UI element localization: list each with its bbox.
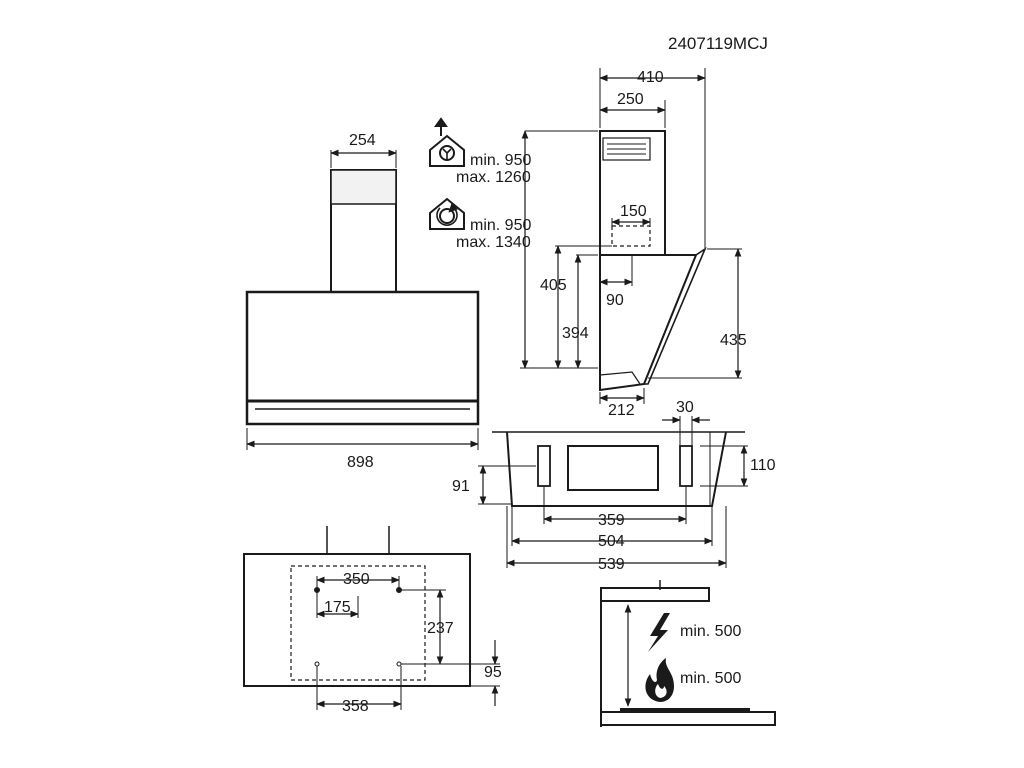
dim-358: 358 <box>342 698 369 715</box>
cooktop-surface <box>600 711 776 726</box>
hood-bottom-edge <box>600 587 710 602</box>
screw-hole-left <box>314 587 320 593</box>
top-left-slot <box>537 445 551 487</box>
top-right-slot <box>679 445 693 487</box>
dim-95: 95 <box>484 664 502 681</box>
top-hood-outline <box>506 431 727 507</box>
dim-outlet-width: 150 <box>620 203 647 220</box>
drawing-code: 2407119MCJ <box>668 34 768 53</box>
dim-chimney-width: 254 <box>349 132 376 149</box>
dim-chimney-depth: 250 <box>617 91 644 108</box>
dim-110: 110 <box>750 457 776 474</box>
side-outlet <box>611 225 651 247</box>
recirculation-min-height: min. 950 <box>470 217 531 234</box>
extraction-max-height: max. 1260 <box>456 169 531 186</box>
side-glass-panel <box>644 246 707 385</box>
electric-clearance: min. 500 <box>680 623 741 640</box>
dim-height-394: 394 <box>562 325 589 342</box>
dim-height-435: 435 <box>720 332 747 349</box>
extraction-min-height: min. 950 <box>470 152 531 169</box>
dim-total-depth: 410 <box>637 69 664 86</box>
chimney-upper-part <box>330 169 397 205</box>
dim-504: 504 <box>598 533 625 550</box>
flame-icon <box>645 658 674 702</box>
wall-mounting-panel <box>243 553 471 687</box>
lightning-icon <box>648 613 670 652</box>
dim-edge-30: 30 <box>676 399 694 416</box>
dim-359: 359 <box>598 512 625 529</box>
screw-hole-right <box>396 587 402 593</box>
top-view <box>478 416 748 568</box>
recirculation-max-height: max. 1340 <box>456 234 531 251</box>
mounting-view <box>243 526 500 710</box>
side-hood-body <box>599 254 698 392</box>
house-extraction-fan-icon <box>429 117 465 167</box>
hood-panel <box>245 290 480 426</box>
dim-bottom-depth: 212 <box>608 402 635 419</box>
gas-clearance: min. 500 <box>680 670 741 687</box>
top-filter-opening <box>567 445 659 491</box>
front-view <box>245 149 480 450</box>
side-chimney <box>599 130 666 256</box>
clearance-view <box>600 580 776 727</box>
house-recirculation-icon <box>429 197 465 230</box>
side-view <box>520 68 742 404</box>
mounting-area-dashed <box>290 565 426 681</box>
dim-539: 539 <box>598 556 625 573</box>
dim-350: 350 <box>343 571 370 588</box>
dim-outlet-offset: 90 <box>606 292 624 309</box>
dim-175: 175 <box>324 599 351 616</box>
dim-91: 91 <box>452 478 470 495</box>
dim-overall-width: 898 <box>347 454 374 471</box>
dim-237: 237 <box>427 620 454 637</box>
side-vent-grille <box>602 137 651 161</box>
dim-height-405: 405 <box>540 277 567 294</box>
